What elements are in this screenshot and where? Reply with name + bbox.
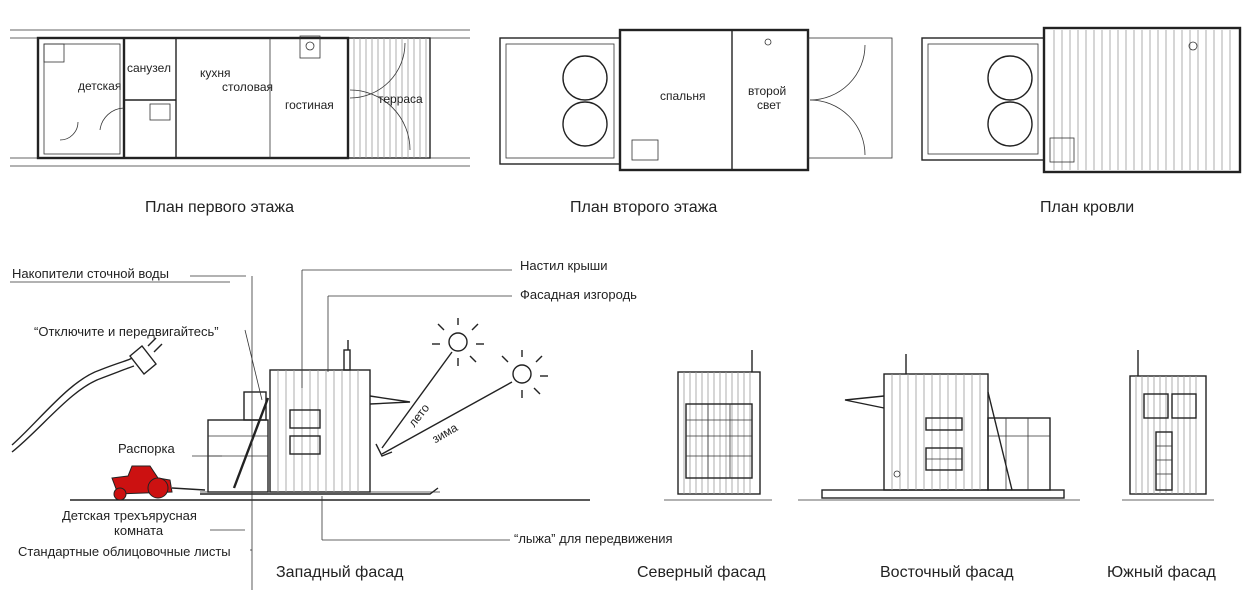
annotation-cladding: Стандартные облицовочные листы (18, 544, 231, 559)
annotation-roof-deck: Настил крыши (520, 258, 607, 273)
tractor-icon (111, 465, 206, 501)
room-living-label: гостиная (285, 98, 334, 112)
roof-plan (921, 26, 1242, 174)
annotation-unplug: “Отключите и передвигайтесь” (34, 324, 219, 339)
room-second-light-label-1: второй (748, 84, 786, 98)
sun-icon (501, 350, 548, 398)
room-kitchen-label: кухня (200, 66, 231, 80)
annotation-sewage: Накопители сточной воды (12, 266, 169, 281)
east-facade (798, 354, 1080, 501)
room-terrace-label: терраса (378, 92, 423, 106)
second-floor-plan: спальня второй свет (499, 28, 893, 172)
annotation-kids-room-1: Детская трехъярусная (62, 508, 197, 523)
south-facade-caption: Южный фасад (1107, 564, 1217, 581)
first-floor-plan-caption: План первого этажа (145, 199, 294, 216)
west-facade-caption: Западный фасад (276, 564, 404, 581)
room-dining-label: столовая (222, 80, 273, 94)
summer-label: лето (406, 401, 433, 430)
room-kids-label: детская (78, 79, 121, 93)
annotation-kids-room-2: комната (114, 523, 164, 538)
annotation-facade-fence: Фасадная изгородь (520, 287, 637, 302)
north-facade (664, 350, 772, 501)
roof-plan-caption: План кровли (1040, 199, 1134, 216)
room-second-light-label-2: свет (757, 98, 782, 112)
winter-label: зима (430, 420, 461, 446)
sun-icon (432, 318, 484, 366)
room-bedroom-label: спальня (660, 89, 706, 103)
first-floor-plan: детская санузел кухня столовая гостиная … (10, 29, 470, 167)
room-bathroom-label: санузел (127, 61, 171, 75)
east-facade-caption: Восточный фасад (880, 564, 1014, 581)
annotation-brace: Распорка (118, 441, 175, 456)
annotation-ski: “лыжа” для передвижения (514, 531, 673, 546)
plug-icon (129, 337, 163, 376)
south-facade (1122, 350, 1214, 501)
second-floor-plan-caption: План второго этажа (570, 199, 717, 216)
west-facade-sketch: лето зима (10, 269, 590, 590)
north-facade-caption: Северный фасад (637, 564, 766, 581)
